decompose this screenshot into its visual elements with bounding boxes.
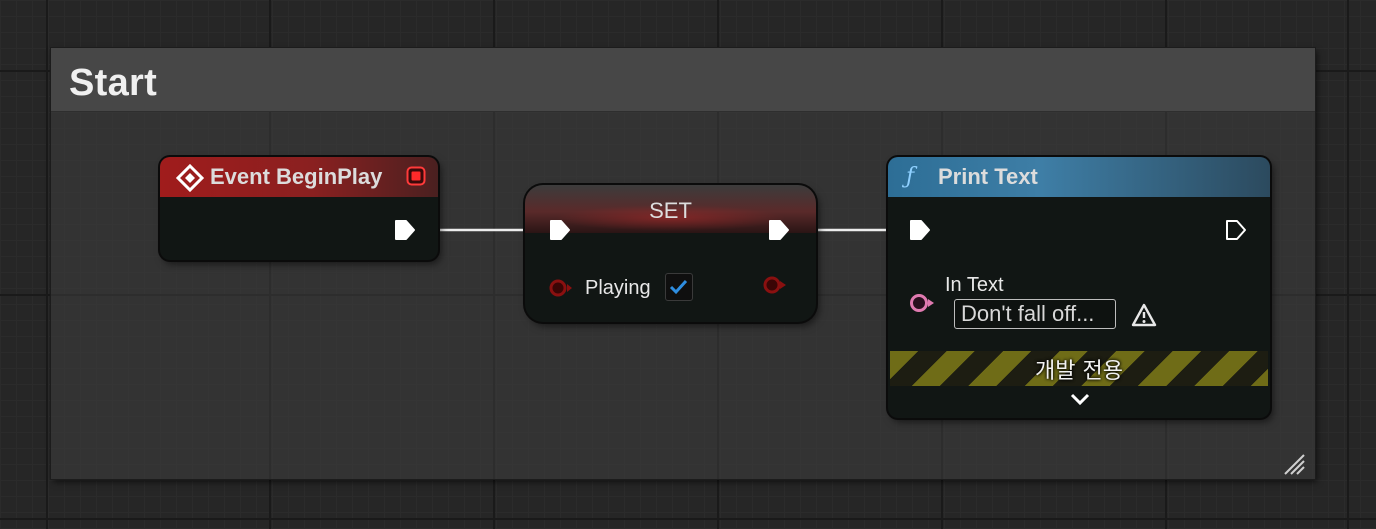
exec-in-pin[interactable] — [908, 218, 932, 242]
comment-header[interactable]: Start — [51, 48, 1315, 112]
in-text-label: In Text — [945, 274, 1004, 296]
playing-checkbox[interactable] — [665, 273, 693, 301]
event-beginplay-node[interactable]: Event BeginPlay — [160, 157, 438, 260]
bool-in-pin[interactable] — [548, 277, 574, 299]
print-text-header[interactable]: ƒ Print Text — [888, 157, 1270, 197]
exec-out-pin[interactable] — [393, 218, 417, 242]
in-text-field[interactable]: Don't fall off... — [954, 299, 1116, 329]
function-icon: ƒ — [906, 164, 915, 189]
development-only-banner — [890, 351, 1268, 386]
set-title: SET — [649, 198, 692, 223]
warning-icon[interactable] — [1130, 302, 1158, 328]
set-variable-node[interactable]: SET Playing — [525, 185, 816, 322]
event-beginplay-header[interactable]: Event BeginPlay — [160, 157, 438, 197]
comment-title[interactable]: Start — [69, 62, 158, 104]
print-text-title: Print Text — [938, 164, 1038, 189]
exec-in-pin[interactable] — [548, 218, 572, 242]
event-diamond-icon — [176, 164, 204, 192]
chevron-down-icon[interactable] — [1069, 390, 1091, 408]
exec-out-pin[interactable] — [767, 218, 791, 242]
playing-label: Playing — [585, 277, 651, 299]
print-text-node[interactable]: ƒ Print Text In Text Don't fall off... 개… — [888, 157, 1270, 418]
checkbox-check-icon — [669, 279, 688, 295]
resize-handle-icon[interactable] — [1283, 453, 1305, 475]
event-beginplay-title: Event BeginPlay — [210, 164, 383, 189]
bool-out-pin[interactable] — [761, 274, 789, 296]
set-header[interactable]: SET — [525, 185, 816, 233]
development-only-label: 개발 전용 — [1035, 359, 1123, 384]
text-in-pin[interactable] — [908, 291, 936, 315]
delegate-pin-icon[interactable] — [406, 166, 426, 186]
exec-out-pin[interactable] — [1224, 218, 1248, 242]
